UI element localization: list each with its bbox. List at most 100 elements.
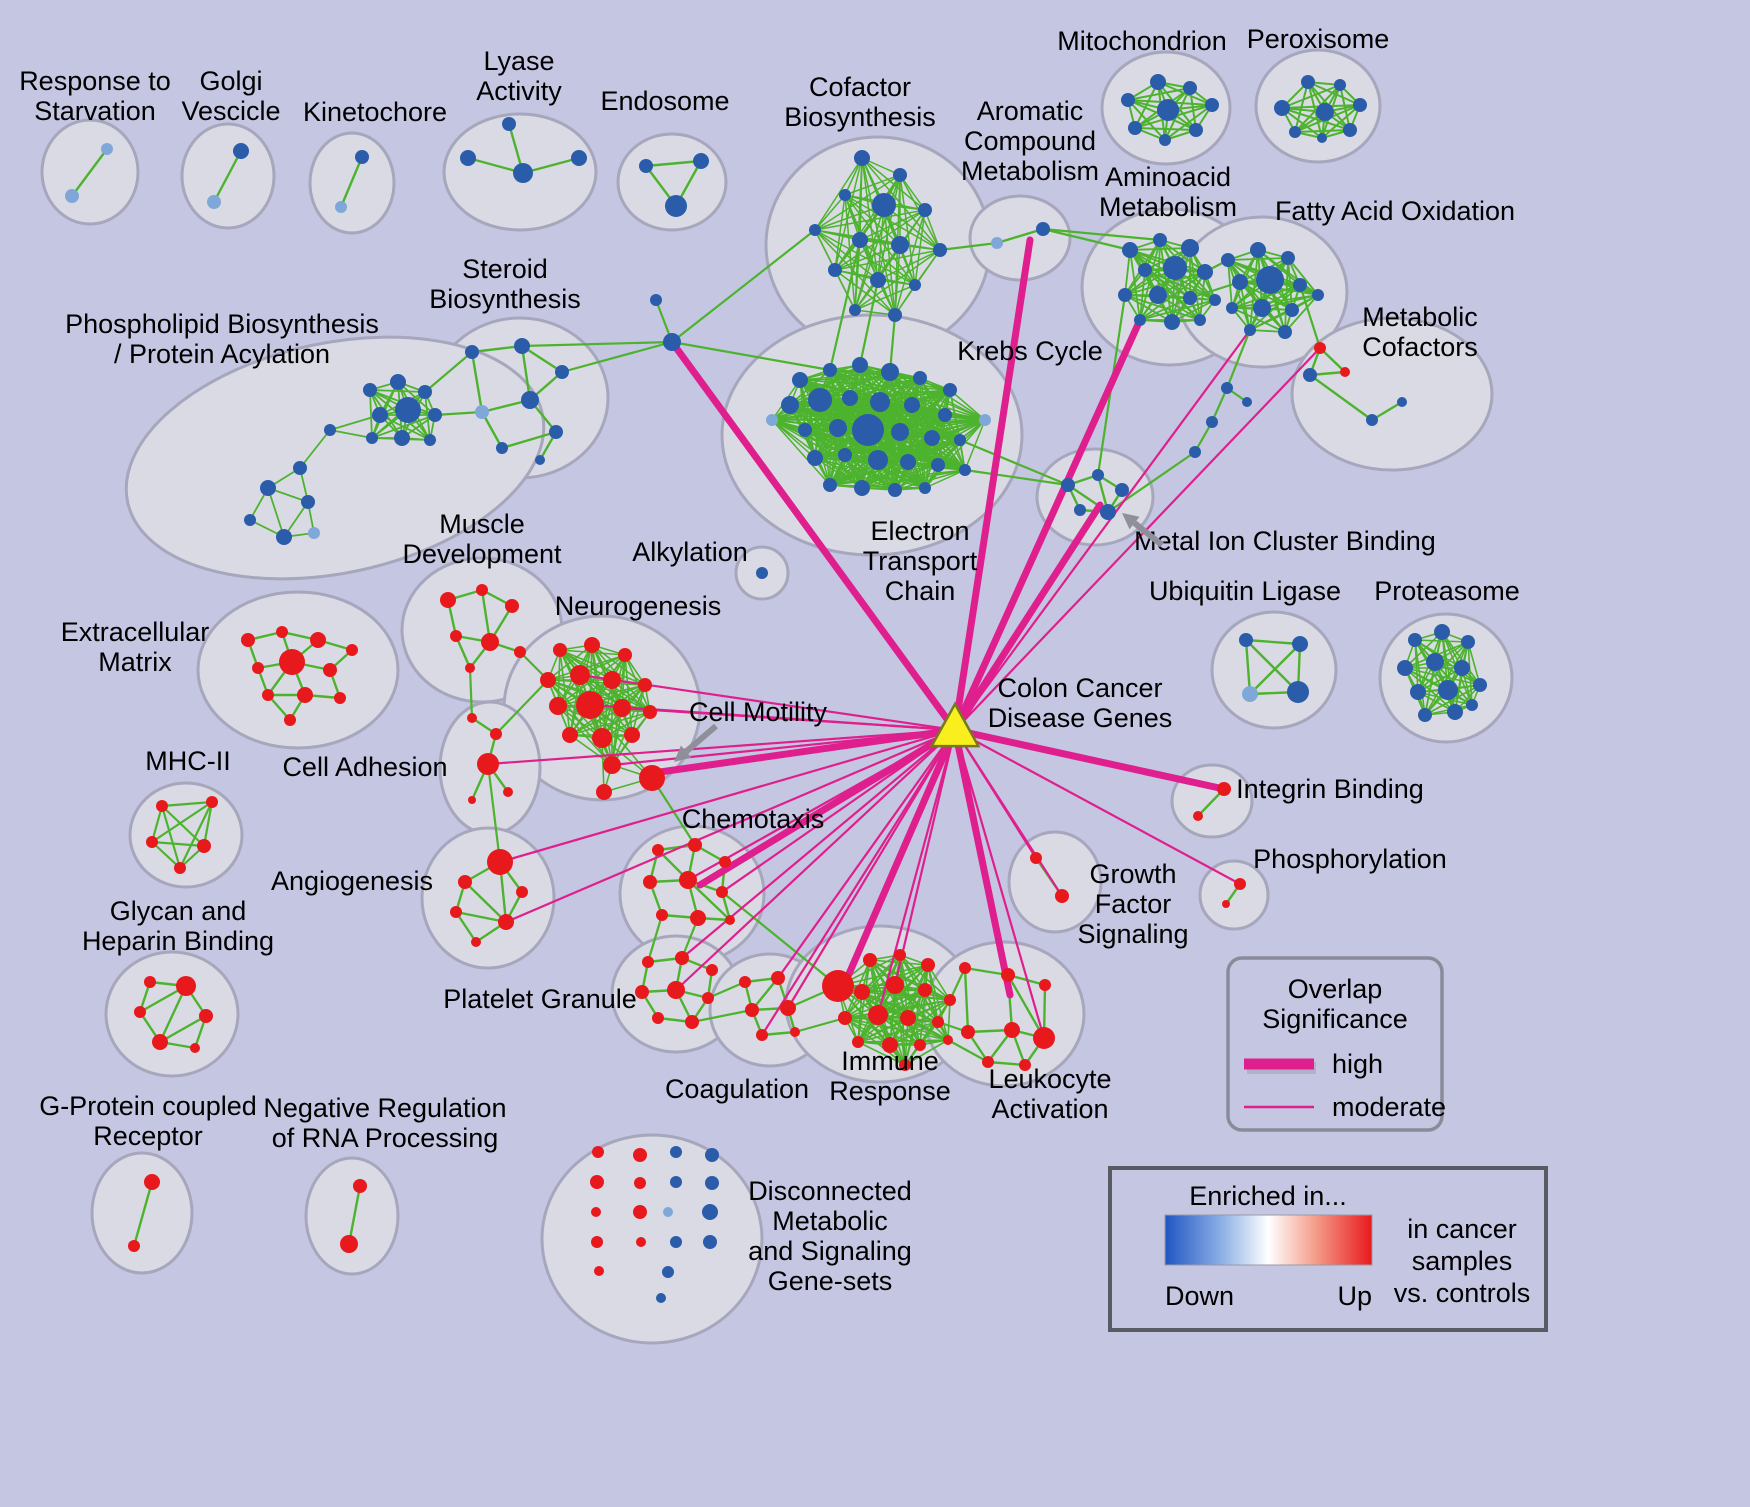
- cluster-label-response-to-starvation: Starvation: [34, 96, 156, 126]
- gene-set-node: [576, 691, 604, 719]
- gene-set-node: [293, 461, 307, 475]
- gene-set-node: [1217, 782, 1231, 796]
- gene-set-node: [639, 765, 665, 791]
- cluster-label-phospholipid-biosynthesis: / Protein Acylation: [114, 339, 330, 369]
- gene-set-edge: [963, 966, 970, 1034]
- cluster-label-cell-adhesion: Cell Adhesion: [282, 752, 447, 782]
- gene-set-node: [297, 687, 313, 703]
- gene-set-edge: [1248, 642, 1302, 696]
- gene-set-node: [424, 434, 436, 446]
- gene-set-edge: [454, 910, 508, 924]
- gene-set-edge: [877, 999, 951, 1016]
- gene-set-edge: [861, 419, 986, 489]
- cluster-label-negative-regulation-rna: Negative Regulation: [263, 1093, 506, 1123]
- cluster-label-electron-transport-chain: Chain: [885, 576, 956, 606]
- gene-set-node: [1293, 278, 1307, 292]
- gene-set-node: [128, 1240, 140, 1252]
- gene-set-node: [1206, 416, 1218, 428]
- gene-set-edge: [150, 804, 164, 844]
- gene-set-node: [613, 699, 631, 717]
- gene-set-node: [1115, 483, 1129, 497]
- gene-set-node: [904, 397, 920, 413]
- gene-set-node: [943, 383, 957, 397]
- gene-set-node: [809, 224, 821, 236]
- cluster-label-aromatic-compound-metabolism: Metabolism: [961, 156, 1099, 186]
- gene-set-edge: [1188, 280, 1242, 300]
- gene-set-node: [1281, 251, 1295, 265]
- legend-overlap-title-line1: Overlap: [1288, 974, 1383, 1004]
- gene-set-edge: [963, 468, 1070, 487]
- overlap-edge-moderate: [761, 729, 956, 1036]
- gene-set-edge: [829, 419, 986, 486]
- gene-set-edge: [1159, 239, 1206, 273]
- gene-set-node: [839, 189, 851, 201]
- gene-set-node: [144, 1174, 160, 1190]
- gene-set-node: [260, 480, 276, 496]
- gene-set-node: [979, 414, 991, 426]
- cluster-label-growth-factor-signaling: Growth: [1089, 859, 1176, 889]
- gene-set-edge: [894, 419, 986, 491]
- gene-set-node: [693, 153, 709, 169]
- cluster-label-fatty-acid-oxidation: Fatty Acid Oxidation: [1275, 196, 1515, 226]
- gene-set-edge: [463, 880, 508, 924]
- gene-set-node: [197, 839, 211, 853]
- gene-set-edge: [995, 227, 1045, 245]
- gene-set-node: [643, 875, 657, 889]
- gene-set-node: [1055, 889, 1069, 903]
- gene-set-node: [650, 294, 662, 306]
- gene-set-node: [174, 862, 186, 874]
- gene-set-node: [1153, 233, 1167, 247]
- gene-set-node: [535, 455, 545, 465]
- gene-set-edge: [793, 1016, 847, 1034]
- gene-set-edge: [423, 350, 474, 394]
- gene-set-node: [1100, 504, 1116, 520]
- gene-set-edge: [1041, 227, 1162, 242]
- gene-set-node: [516, 886, 528, 898]
- gene-set-node: [570, 665, 590, 685]
- gene-set-edge: [579, 674, 651, 713]
- gene-set-edge: [160, 800, 214, 808]
- gene-set-node: [591, 1207, 601, 1217]
- gene-set-node: [1036, 222, 1050, 236]
- overlap-edge-high: [951, 726, 1228, 793]
- gene-set-node: [549, 697, 567, 715]
- gene-set-edge: [857, 1041, 906, 1066]
- gene-set-edge: [1244, 638, 1252, 696]
- gene-set-edge: [1321, 104, 1361, 139]
- gene-set-node: [591, 1236, 603, 1248]
- gene-set-edge: [844, 989, 926, 1019]
- cluster-label-glycan-heparin-binding: Glycan and: [110, 896, 247, 926]
- gene-set-node: [134, 1006, 146, 1018]
- gene-set-node: [1183, 81, 1197, 95]
- legend-overlap-title-line2: Significance: [1262, 1004, 1408, 1034]
- overlap-edge-high: [696, 726, 959, 889]
- gene-set-node: [652, 1012, 664, 1024]
- gene-set-node: [1226, 302, 1238, 314]
- gene-set-node: [888, 483, 902, 497]
- gene-set-edge: [789, 371, 891, 406]
- gene-set-node: [670, 1146, 682, 1158]
- gene-set-node: [638, 678, 652, 692]
- cluster-label-golgi-vescicle: Golgi: [199, 66, 262, 96]
- gene-set-node: [670, 1236, 682, 1248]
- gene-set-node: [725, 915, 735, 925]
- gene-set-node: [1301, 75, 1315, 89]
- gene-set-node: [781, 396, 799, 414]
- gene-set-node: [702, 992, 714, 1004]
- gene-set-node: [959, 962, 971, 974]
- gene-set-edge: [771, 397, 851, 421]
- overlap-edge-high: [951, 726, 1014, 999]
- gene-set-node: [156, 800, 168, 812]
- cluster-ellipse-growth-factor-signaling: [1007, 830, 1103, 934]
- gene-set-node: [1353, 98, 1367, 112]
- legend-enriched-title: Enriched in...: [1189, 1181, 1347, 1211]
- gene-set-node: [1074, 504, 1086, 516]
- gene-set-edge: [964, 419, 986, 471]
- cluster-ellipse-g-protein-coupled-receptor: [90, 1151, 194, 1275]
- gene-set-edge: [834, 157, 863, 271]
- gene-set-edge: [829, 469, 966, 486]
- gene-set-node: [1189, 123, 1203, 137]
- legend-overlap-box: [1226, 956, 1444, 1132]
- gene-set-edge: [212, 149, 243, 204]
